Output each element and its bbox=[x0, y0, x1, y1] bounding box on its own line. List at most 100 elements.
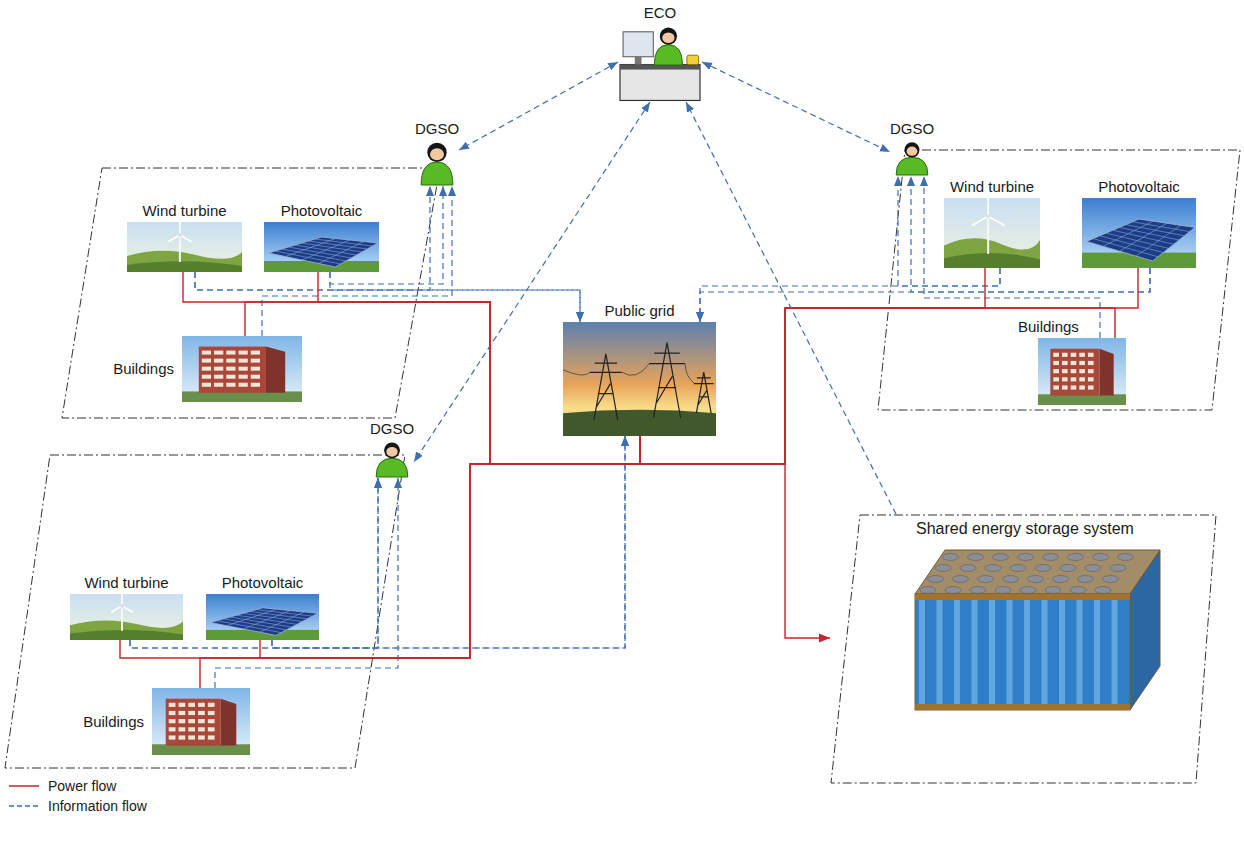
illustration-detail bbox=[152, 744, 250, 755]
illustration-detail bbox=[1042, 598, 1048, 706]
node-label: DGSO bbox=[890, 120, 934, 137]
illustration-detail bbox=[214, 383, 223, 387]
illustration-detail bbox=[1053, 576, 1069, 583]
illustration-detail bbox=[635, 57, 642, 65]
illustration-detail bbox=[182, 391, 302, 402]
illustration-detail bbox=[188, 703, 195, 707]
operator-node: DGSO bbox=[370, 440, 414, 478]
illustration-detail bbox=[198, 711, 205, 715]
illustration-detail bbox=[227, 609, 276, 626]
illustration-detail bbox=[226, 375, 235, 379]
illustration-detail bbox=[269, 237, 378, 267]
illustration-detail bbox=[199, 347, 266, 393]
illustration-detail bbox=[1094, 598, 1100, 706]
legend-sample bbox=[8, 801, 40, 811]
node-label: Photovoltaic bbox=[1098, 178, 1180, 195]
illustration-detail bbox=[590, 354, 622, 420]
illustration-detail bbox=[1062, 377, 1068, 381]
illustration-detail bbox=[972, 598, 978, 706]
illustration-detail bbox=[179, 235, 181, 262]
illustration-detail bbox=[214, 367, 223, 371]
illustration-detail bbox=[1079, 385, 1085, 389]
illustration-detail bbox=[239, 351, 248, 355]
illustration-detail bbox=[376, 458, 408, 477]
node-label: Public grid bbox=[604, 302, 674, 319]
information-flow-line bbox=[700, 268, 1150, 322]
buildings: Buildings bbox=[1038, 338, 1126, 405]
legend-sample bbox=[8, 781, 40, 791]
buildings: Buildings bbox=[182, 336, 302, 402]
wind-turbine: Wind turbine bbox=[127, 222, 242, 272]
node-label: Buildings bbox=[113, 360, 174, 377]
illustration-detail bbox=[178, 703, 185, 707]
illustration-detail bbox=[1078, 576, 1094, 583]
illustration-detail bbox=[1136, 225, 1181, 256]
illustration-detail bbox=[169, 735, 176, 739]
operator-node: DGSO bbox=[890, 140, 934, 176]
illustration-detail bbox=[687, 55, 699, 64]
information-flow-line bbox=[130, 436, 625, 648]
illustration-detail bbox=[954, 598, 960, 706]
illustration-detail bbox=[251, 367, 260, 371]
illustration-detail bbox=[188, 711, 195, 715]
illustration-detail bbox=[1062, 361, 1068, 365]
illustration-detail bbox=[1068, 554, 1084, 561]
illustration-detail bbox=[198, 703, 205, 707]
illustration-detail bbox=[208, 711, 215, 715]
illustration-detail bbox=[1088, 377, 1094, 381]
illustration-detail bbox=[1103, 576, 1119, 583]
illustration-detail bbox=[831, 515, 1216, 783]
pv-illustration bbox=[1082, 198, 1196, 268]
illustration-detail bbox=[563, 410, 716, 436]
node-label: DGSO bbox=[370, 420, 414, 437]
illustration-detail bbox=[915, 550, 1160, 594]
illustration-detail bbox=[968, 554, 984, 561]
illustration-detail bbox=[178, 719, 185, 723]
information-flow-line bbox=[262, 186, 452, 336]
illustration-detail bbox=[944, 253, 1040, 268]
bldg-illustration bbox=[152, 688, 250, 755]
illustration-detail bbox=[944, 238, 1040, 268]
person-illustration bbox=[370, 440, 414, 478]
illustration-detail bbox=[1118, 554, 1134, 561]
wind-turbine: Wind turbine bbox=[944, 198, 1040, 268]
bldg-illustration bbox=[182, 336, 302, 402]
illustration-detail bbox=[649, 343, 685, 418]
photovoltaic: Photovoltaic bbox=[206, 594, 319, 640]
illustration-detail bbox=[226, 367, 235, 371]
operator-node: DGSO bbox=[415, 140, 459, 186]
illustration-detail bbox=[987, 216, 989, 254]
illustration-detail bbox=[178, 711, 185, 715]
illustration-detail bbox=[251, 351, 260, 355]
illustration-detail bbox=[1060, 565, 1076, 572]
illustration-detail bbox=[995, 587, 1011, 594]
illustration-detail bbox=[1045, 587, 1061, 594]
illustration-detail bbox=[896, 157, 928, 175]
illustration-detail bbox=[1062, 385, 1068, 389]
illustration-detail bbox=[178, 233, 182, 237]
illustration-detail bbox=[928, 576, 944, 583]
illustration-detail bbox=[152, 688, 250, 755]
illustration-detail bbox=[563, 364, 695, 383]
illustration-detail bbox=[202, 383, 211, 387]
illustration-detail bbox=[178, 727, 185, 731]
storage-region: Shared energy storage system bbox=[830, 514, 1220, 784]
illustration-detail bbox=[1088, 385, 1094, 389]
bldg-illustration bbox=[1038, 338, 1126, 405]
illustration-detail bbox=[978, 576, 994, 583]
legend-label: Information flow bbox=[48, 798, 147, 814]
illustration-detail bbox=[1003, 576, 1019, 583]
illustration-detail bbox=[1028, 576, 1044, 583]
illustration-detail bbox=[993, 554, 1009, 561]
wt-illustration bbox=[70, 594, 183, 640]
illustration-detail bbox=[1120, 223, 1167, 251]
illustration-detail bbox=[1112, 598, 1118, 706]
illustration-detail bbox=[179, 222, 181, 235]
illustration-detail bbox=[989, 598, 995, 706]
illustration-detail bbox=[188, 735, 195, 739]
illustration-detail bbox=[214, 351, 223, 355]
illustration-detail bbox=[1088, 369, 1094, 373]
node-label: ECO bbox=[644, 4, 677, 21]
legend-entry: Information flow bbox=[8, 796, 147, 816]
